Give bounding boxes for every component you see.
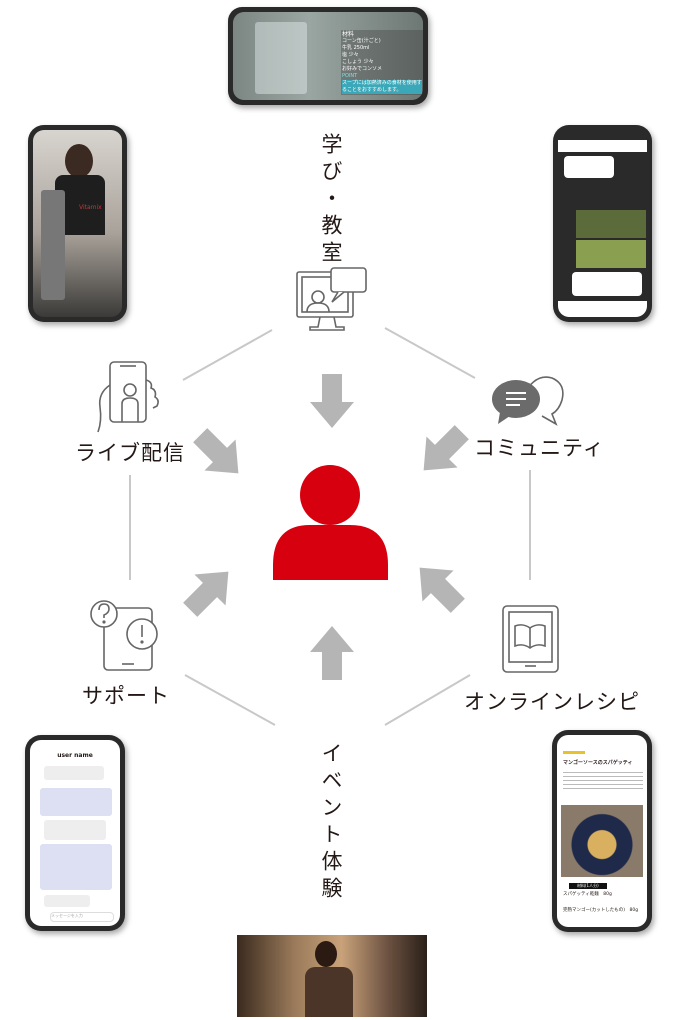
phone-live-screenshot: Vitamix bbox=[28, 125, 127, 322]
ingredient-item: 塩 少々 bbox=[342, 52, 359, 58]
ingredient-item: 牛乳 250ml bbox=[342, 45, 370, 51]
chat-bubble bbox=[572, 272, 642, 296]
label-support: サポート bbox=[82, 684, 170, 708]
phone-learning-screenshot: 材料 コーン缶(汁ごと) 牛乳 250ml 塩 少々 こしょう 少々 お好みでコ… bbox=[228, 7, 428, 105]
ingredients-section: 材料(1人分) bbox=[569, 883, 607, 889]
label-community: コミュニティ bbox=[474, 436, 605, 460]
arrow-up-right bbox=[174, 556, 244, 626]
phone-recipe-screenshot: マンゴーソースのスパゲッティ 材料(1人分) スパゲッティ乾麺 80g 完熟マン… bbox=[552, 730, 652, 932]
chat-header bbox=[558, 140, 647, 152]
connector-line bbox=[182, 329, 273, 381]
arrow-up-left bbox=[404, 552, 474, 622]
arrow-down bbox=[310, 374, 354, 428]
food-image bbox=[576, 240, 646, 268]
ingredients-title: 材料 bbox=[342, 31, 355, 38]
label-live: ライブ配信 bbox=[75, 441, 185, 465]
monitor-video-icon bbox=[296, 267, 367, 331]
recipe-title: マンゴーソースのスパゲッティ bbox=[563, 760, 633, 766]
event-photo bbox=[237, 935, 427, 1017]
hexagon-lines bbox=[129, 327, 531, 726]
support-question-icon bbox=[90, 600, 158, 671]
label-learning: 学び・教室 bbox=[319, 133, 343, 268]
phone-live-icon bbox=[97, 361, 159, 433]
arrow-down-right bbox=[184, 419, 254, 489]
chat-bubble bbox=[40, 788, 112, 816]
chat-username: user name bbox=[57, 752, 93, 759]
person-image bbox=[315, 941, 337, 967]
tablet-book-icon bbox=[502, 605, 559, 673]
chat-bubble bbox=[44, 820, 106, 840]
label-event: イベント体験 bbox=[319, 742, 343, 904]
user-person-icon bbox=[273, 465, 388, 580]
chat-bubble bbox=[40, 844, 112, 890]
connector-line bbox=[184, 674, 276, 726]
blender-image bbox=[41, 190, 65, 300]
ingredient-item: こしょう 少々 bbox=[342, 59, 374, 65]
arrow-up bbox=[310, 626, 354, 680]
connector-line bbox=[384, 327, 476, 379]
presenter-image bbox=[65, 144, 93, 178]
category-tag bbox=[563, 751, 585, 754]
chat-bubble bbox=[564, 156, 614, 178]
label-recipe: オンラインレシピ bbox=[464, 690, 640, 714]
arrow-down-left bbox=[408, 416, 478, 486]
blender-image bbox=[255, 22, 307, 94]
chat-input-bar bbox=[558, 301, 647, 317]
ingredient-item: コーン缶(汁ごと) bbox=[342, 38, 381, 44]
food-image bbox=[576, 210, 646, 238]
ingredient-item: 完熟マンゴー(カットしたもの) 80g bbox=[563, 908, 639, 913]
connector-line bbox=[384, 674, 471, 726]
point-label: POINT bbox=[342, 73, 358, 79]
recipe-description bbox=[563, 769, 643, 789]
ingredients-panel: 材料 コーン缶(汁ごと) 牛乳 250ml 塩 少々 こしょう 少々 お好みでコ… bbox=[341, 30, 423, 95]
ingredient-item: お好みでコンソメ bbox=[342, 66, 383, 72]
phone-community-screenshot bbox=[553, 125, 652, 322]
phone-support-screenshot: user name メッセージを入力 bbox=[25, 735, 125, 931]
chat-bubble bbox=[44, 766, 104, 780]
pasta-image bbox=[561, 805, 643, 877]
chat-bubble bbox=[44, 895, 90, 907]
person-body bbox=[305, 967, 353, 1017]
chat-bubbles-icon bbox=[492, 376, 564, 426]
chat-input: メッセージを入力 bbox=[50, 912, 114, 922]
ingredient-item: スパゲッティ乾麺 80g bbox=[563, 892, 612, 897]
brand-text: Vitamix bbox=[79, 204, 102, 211]
tip-text: スープには加熱済みの食材を使用することをおすすめします。 bbox=[342, 80, 422, 94]
